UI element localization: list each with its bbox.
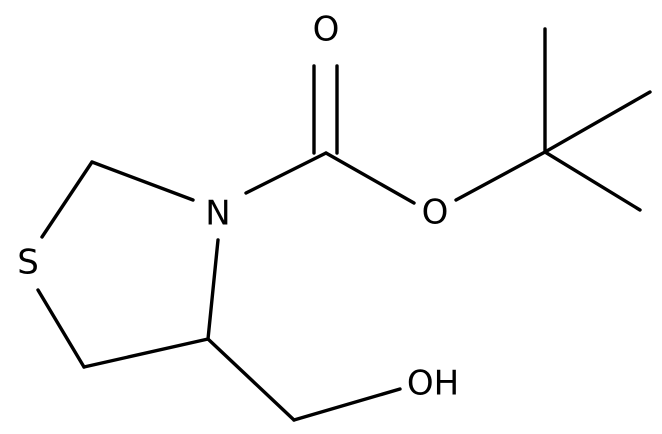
bond-s-c5 xyxy=(36,288,86,369)
atom-label-hydroxyl: OH xyxy=(407,364,459,404)
atom-label-nitrogen: N xyxy=(205,194,230,234)
bond-n-carbonyl xyxy=(244,151,328,195)
bond-c5-c4 xyxy=(82,337,210,369)
bond-tbu-methyl-lower xyxy=(543,150,642,212)
bond-c4-n xyxy=(206,238,220,341)
atom-labels: O O N S OH xyxy=(17,10,459,404)
bond-n-c2 xyxy=(90,160,195,202)
atom-label-sulfur: S xyxy=(17,243,39,283)
bond-c4-ch2 xyxy=(206,337,296,422)
bonds xyxy=(36,27,652,422)
bond-c2-s xyxy=(40,160,94,239)
atom-label-oxygen-ester: O xyxy=(422,193,449,233)
bond-ch2-oh xyxy=(292,387,402,422)
bond-ester-o-tbu xyxy=(454,150,547,202)
bond-carbonyl-ester-o xyxy=(324,151,416,205)
bond-tbu-methyl-upper xyxy=(543,90,652,154)
atom-label-oxygen-carbonyl: O xyxy=(313,10,340,50)
